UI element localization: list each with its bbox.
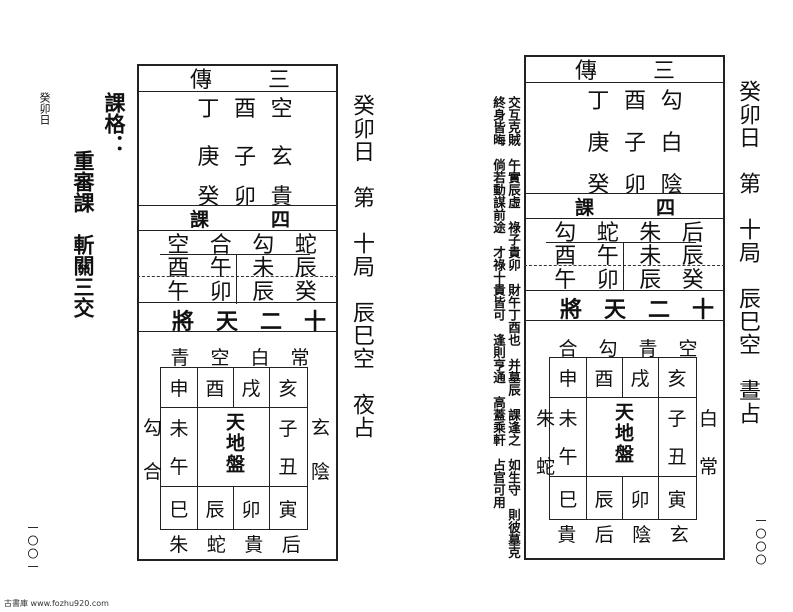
- right-chuan-3: 癸卯陰: [587, 173, 683, 198]
- left-center-label: 天地盤: [223, 412, 245, 475]
- right-gods-bottom: 貴后陰玄: [557, 523, 689, 546]
- right-commentary: 交互克賊 午實辰虛 祿子貴卯 財午丁酉也 并墓辰 課逢之 如生守 則彼墓克 終身…: [491, 96, 521, 559]
- left-jiang: 將 天 二 十: [172, 309, 327, 335]
- left-side-title: 課格：: [102, 92, 127, 155]
- left-table-frame: [137, 64, 338, 561]
- left-side-body: 重審課 斬關三交: [71, 150, 96, 318]
- right-chuan-2: 庚子白: [587, 131, 683, 156]
- footer-watermark: 古書庫 www.fozhu920.com: [4, 599, 109, 608]
- right-table-frame: [524, 55, 725, 560]
- left-ke-top: 酉午未辰: [167, 256, 317, 281]
- right-sike-title: 課四: [575, 196, 675, 219]
- right-chuan-1: 丁酉勾: [587, 89, 683, 114]
- left-ke-gods: 空合勾蛇: [167, 233, 317, 258]
- left-gods-top: 青空白常: [170, 346, 310, 369]
- left-ke-bottom: 午卯辰癸: [167, 280, 317, 305]
- left-chuan-1: 丁酉空: [197, 97, 293, 122]
- right-jiang: 將 天 二 十: [560, 297, 715, 323]
- right-ke-top: 酉午未辰: [554, 244, 704, 269]
- left-tiandipan: 申 酉 戌 亥 未 午 子 丑 巳 辰 卯 寅 天地盤: [160, 367, 308, 530]
- right-center-label: 天地盤: [612, 402, 634, 465]
- right-ke-bottom: 午卯辰癸: [554, 268, 704, 293]
- left-chuan-2: 庚子玄: [197, 145, 293, 170]
- left-header: 癸卯日: [38, 92, 51, 125]
- left-page-number: 一〇〇一: [26, 522, 39, 574]
- right-sanchuan-title: 傳三: [575, 59, 675, 84]
- right-tiandipan: 申 酉 戌 亥 未 午 子 丑 巳 辰 卯 寅 天地盤: [549, 357, 697, 520]
- right-page-number: 一〇〇〇: [754, 515, 767, 567]
- left-gods-bottom: 朱蛇貴后: [169, 533, 301, 556]
- right-ke-gods: 勾蛇朱后: [554, 221, 704, 246]
- right-right-column: 癸卯日 第 十局 辰巳空 晝占: [735, 80, 760, 425]
- left-sanchuan-title: 傳 三: [190, 68, 290, 93]
- right-gods-top: 合勾青空: [558, 337, 698, 360]
- left-sike-title: 課四: [190, 208, 290, 231]
- left-chuan-3: 癸卯貴: [197, 185, 293, 210]
- left-right-column: 癸卯日 第 十局 辰巳空 夜占: [349, 94, 374, 439]
